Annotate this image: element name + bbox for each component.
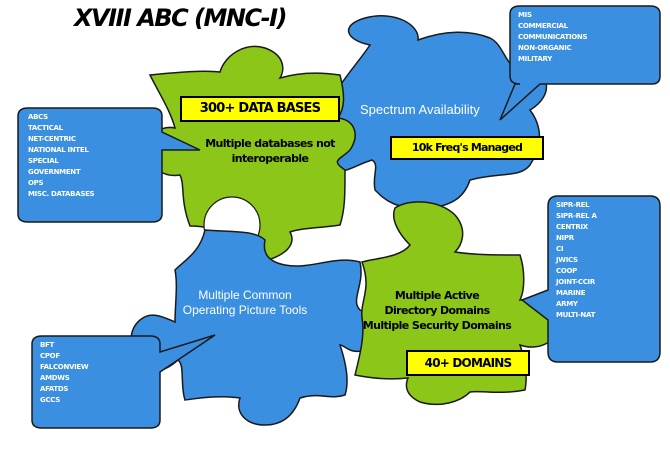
bubble-item: COMMERCIAL [518,22,568,30]
bubble-item: SPECIAL [28,157,59,165]
bubble-item: CENTRIX [556,223,588,231]
databases-description: Multiple databases not interoperable [205,137,335,165]
bubble-item: JOINT-CCIR [556,278,595,286]
bubble-left-list: ABCS TACTICAL NET-CENTRIC NATIONAL INTEL SPE… [28,112,95,200]
bubble-item: AMDWS [40,374,70,382]
bubble-item: AFATDS [40,385,69,393]
bubble-top-right-list: MIS COMMERCIAL COMMUNICATIONS NON-ORGANIC MI… [518,10,588,65]
bubble-item: COOP [556,267,577,275]
bubble-item: NIPR [556,234,574,242]
bubble-item: SIPR-REL A [556,212,597,220]
bubble-item: MISC. DATABASES [28,190,95,198]
bubble-item: COMMUNICATIONS [518,33,588,41]
frequency-badge: 10k Freq's Managed [390,136,544,160]
bubble-bottom-left-list: BFT CPOF FALCONVIEW AMDWS AFATDS GCCS [40,340,89,406]
bubble-left [17,107,201,223]
spectrum-label: Spectrum Availability [360,102,480,117]
domains-badge: 40+ DOMAINS [406,350,530,376]
bubble-item: MULTI-NAT [556,311,596,319]
puzzle-piece-top-right [322,15,548,209]
bubble-item: GCCS [40,396,60,404]
bubble-top-right [499,5,661,121]
bubble-item: MARINE [556,289,586,297]
domains-description: Multiple Active Directory Domains Multip… [362,289,512,332]
bubble-item: SIPR-REL [556,201,590,209]
databases-badge: 300+ DATA BASES [180,96,340,122]
bubble-bottom-left [31,334,216,429]
bubble-item: ABCS [28,113,48,121]
bubble-item: OPS [28,179,44,187]
bubble-item: NON-ORGANIC [518,44,572,52]
bubble-item: NET-CENTRIC [28,135,76,143]
bubble-item: CI [556,245,564,253]
bubble-right-list: SIPR-REL SIPR-REL A CENTRIX NIPR CI JWICS COOP… [556,200,597,321]
bubble-item: BFT [40,341,54,349]
page-title: XVIII ABC (MNC-I) [74,4,287,32]
bubble-right [520,195,661,363]
bubble-item: TACTICAL [28,124,63,132]
bubble-item: JWICS [556,256,578,264]
bubble-item: NATIONAL INTEL [28,146,89,154]
bubble-item: MIS [518,11,532,19]
cop-tools-label: Multiple Common Operating Picture Tools [182,288,308,317]
puzzle-piece-bottom-left [130,229,379,426]
bubble-item: FALCONVIEW [40,363,89,371]
bubble-item: ARMY [556,300,578,308]
bubble-item: MILITARY [518,55,552,63]
bubble-item: GOVERNMENT [28,168,81,176]
bubble-item: CPOF [40,352,60,360]
